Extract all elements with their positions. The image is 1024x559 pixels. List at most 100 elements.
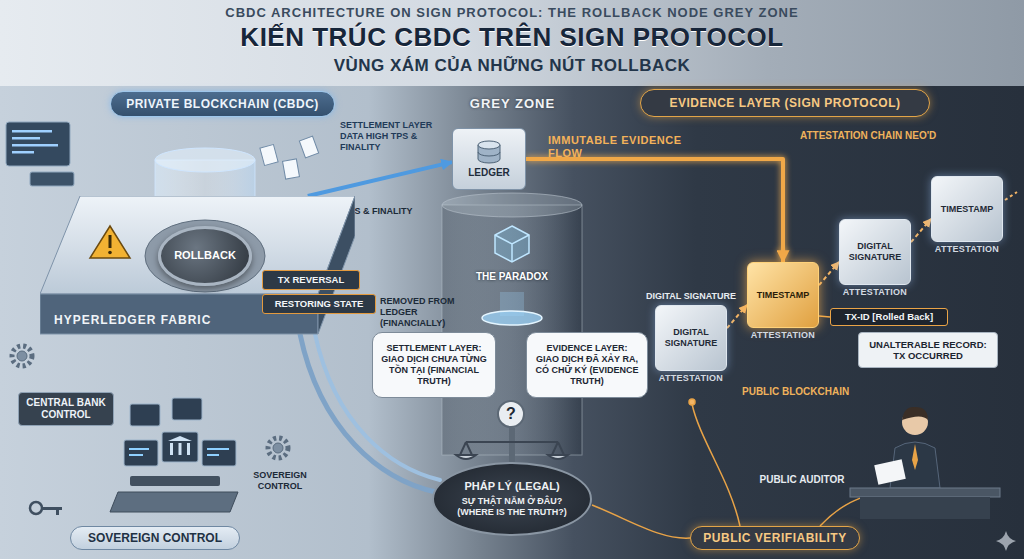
top-left-monitors bbox=[12, 137, 40, 140]
central-bank-desk bbox=[202, 440, 236, 466]
control-pill: SOVEREIGN CONTROL bbox=[70, 526, 240, 550]
verification-links bbox=[820, 496, 866, 526]
public-auditor bbox=[874, 459, 906, 484]
platform-slab-shape bbox=[109, 235, 112, 248]
node-text: PRIVATE BLOCKCHAIN (CBDC) bbox=[126, 97, 319, 111]
control-sign: CENTRAL BANK CONTROL bbox=[18, 392, 114, 426]
node-text: ATTESTATION bbox=[733, 330, 833, 341]
key-icon bbox=[30, 502, 42, 514]
grey-zone-cylinder bbox=[442, 205, 582, 455]
ledger-box: LEDGER bbox=[452, 128, 526, 190]
node-text: SETTLEMENT LAYER: GIAO DỊCH CHƯA TỪNG TỒ… bbox=[380, 343, 488, 386]
key-icon bbox=[42, 507, 62, 510]
scales bbox=[509, 428, 515, 462]
attestation-block: DIGITAL SIGNATUREATTESTATION bbox=[839, 219, 911, 285]
top-left-monitors bbox=[12, 130, 52, 133]
platform-slab-shape bbox=[108, 251, 112, 255]
central-bank-desk bbox=[124, 440, 158, 466]
data-documents bbox=[260, 136, 319, 179]
txid-tag: TX-ID [Rolled Back] bbox=[830, 308, 948, 326]
database-icon bbox=[478, 141, 500, 149]
central-bank-desk bbox=[168, 436, 192, 441]
scales bbox=[460, 442, 564, 455]
node-text: DIGITAL SIGNATURE bbox=[641, 291, 741, 302]
platform-slab-shape bbox=[90, 226, 130, 258]
sovereign-gear bbox=[273, 443, 283, 453]
node-text: SOVEREIGN CONTROL bbox=[88, 531, 222, 545]
left-gear bbox=[12, 346, 32, 366]
node-text: ROLLBACK bbox=[174, 249, 236, 262]
platform-slab-shape bbox=[40, 196, 355, 294]
node-text: ATTESTATION bbox=[641, 373, 741, 384]
node-text: PUBLIC VERIFIABILITY bbox=[703, 531, 846, 545]
data-documents bbox=[260, 144, 278, 165]
hologram-cube bbox=[482, 311, 542, 325]
node-text: DIGITAL SIGNATURE bbox=[660, 327, 722, 349]
top-left-monitors bbox=[12, 151, 34, 154]
top-left-monitors bbox=[6, 122, 74, 186]
record-box: UNALTERABLE RECORD: TX OCCURRED bbox=[858, 332, 998, 368]
speech-bubble: EVIDENCE LAYER: GIAO DỊCH ĐÃ XẢY RA, CÓ … bbox=[526, 332, 648, 398]
central-bank-desk bbox=[179, 443, 182, 455]
public-auditor bbox=[902, 407, 928, 420]
node-text: SỰ THẬT NẰM Ở ĐÂU? (WHERE IS THE TRUTH?) bbox=[452, 496, 572, 518]
hologram-cube bbox=[495, 235, 529, 262]
central-bank-desk bbox=[110, 398, 238, 512]
database-icon bbox=[478, 152, 500, 156]
public-auditor bbox=[860, 497, 990, 519]
node-text: PHÁP LÝ (LEGAL) bbox=[464, 480, 559, 493]
node-text: TX REVERSAL bbox=[278, 274, 345, 285]
node-text: TX-ID [Rolled Back] bbox=[845, 311, 933, 322]
top-left-monitors bbox=[6, 122, 70, 166]
node-text: RESTORING STATE bbox=[275, 298, 364, 309]
watermark-star bbox=[996, 531, 1016, 551]
text-label: ATTESTATION CHAIN NEO'D bbox=[800, 130, 960, 142]
data-documents bbox=[283, 159, 300, 179]
text-label: PUBLIC AUDITOR bbox=[752, 474, 852, 486]
top-left-monitors bbox=[12, 144, 58, 147]
connector-arrow bbox=[727, 305, 747, 328]
central-bank-desk bbox=[170, 443, 173, 455]
database-icon bbox=[476, 140, 502, 164]
central-bank-desk bbox=[110, 492, 238, 512]
central-bank-desk bbox=[129, 454, 143, 456]
rollback-button: ROLLBACK bbox=[158, 226, 252, 286]
node-text: TIMESTAMP bbox=[757, 290, 809, 301]
central-bank-desk bbox=[187, 443, 190, 455]
scales bbox=[456, 428, 568, 462]
node-text: ATTESTATION bbox=[917, 244, 1017, 255]
node-text: ATTESTATION bbox=[825, 287, 925, 298]
central-bank-desk bbox=[162, 432, 198, 462]
connector-arrow bbox=[308, 162, 452, 196]
key-icon bbox=[30, 502, 62, 515]
glass-cylinder bbox=[155, 148, 255, 172]
public-auditor bbox=[850, 488, 1000, 497]
edge-label: IMMUTABLE EVIDENCE FLOW bbox=[548, 134, 718, 160]
sovereign-gear bbox=[268, 438, 288, 458]
watermark-star bbox=[996, 531, 1016, 551]
text-label: CBDC ARCHITECTURE ON SIGN PROTOCOL: THE … bbox=[0, 5, 1024, 21]
central-bank-desk bbox=[130, 476, 220, 486]
left-gear bbox=[17, 351, 27, 361]
attestation-block: TIMESTAMPATTESTATION bbox=[747, 262, 819, 328]
section-pill: PRIVATE BLOCKCHAIN (CBDC) bbox=[110, 91, 335, 117]
central-bank-desk bbox=[172, 398, 202, 420]
text-label: VÙNG XÁM CỦA NHỮNG NÚT ROLLBACK bbox=[0, 56, 1024, 76]
text-label: REMOVED FROM LEDGER (FINANCIALLY) bbox=[380, 296, 460, 328]
connector-arrow bbox=[526, 159, 783, 262]
node-text: DIGITAL SIGNATURE bbox=[844, 241, 906, 263]
platform-slab: HYPERLEDGER FABRICROLLBACK bbox=[40, 196, 355, 336]
grey-zone-cylinder bbox=[442, 193, 582, 455]
status-tag: RESTORING STATE bbox=[262, 294, 376, 314]
node-text: ? bbox=[506, 404, 516, 423]
scales bbox=[548, 455, 568, 459]
node-text: EVIDENCE LAYER: GIAO DỊCH ĐÃ XẢY RA, CÓ … bbox=[534, 343, 640, 386]
edge-label: SETTLEMENT LAYER DATA HIGH TPS & FINALIT… bbox=[340, 120, 450, 152]
verification-links bbox=[592, 505, 690, 538]
node-text: EVIDENCE LAYER (SIGN PROTOCOL) bbox=[669, 96, 900, 110]
grey-zone-cylinder bbox=[442, 193, 582, 217]
verification-links bbox=[689, 399, 695, 405]
sovereign-gear bbox=[268, 438, 288, 458]
central-bank-desk bbox=[130, 404, 160, 426]
central-bank-desk bbox=[207, 448, 229, 450]
